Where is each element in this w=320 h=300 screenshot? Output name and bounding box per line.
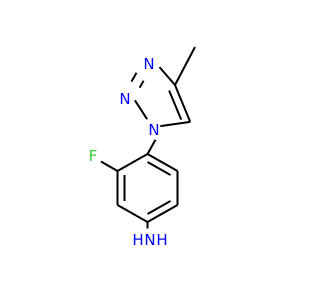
atom-f: F [89,147,98,165]
bond-n3-c4 [158,66,176,86]
structure-drawing: N N N F H N H [89,46,196,249]
atom-n1: N [148,121,159,139]
benzene-ring [116,153,179,223]
atom-nh2-h1: H [132,231,143,249]
bond-n1-c1 [146,139,157,155]
bond-c4-c5b-inner [147,200,171,215]
bond-c1-c2 [117,153,148,172]
atom-n2: N [119,90,130,108]
bond-c2-f [100,160,118,172]
bond-n2-n3-inner [138,80,145,89]
bond-c3-c4 [117,204,148,223]
bond-c6-c1-inner [147,161,171,176]
atom-nh2-n: N [144,231,155,249]
atom-n3: N [143,55,154,73]
bond-c4-c5-inner [168,90,183,120]
molecule-canvas: N N N F H N H [88,46,196,249]
bond-n2-n3 [130,72,138,83]
bond-c4-c5 [174,84,192,123]
bond-c6-c1 [147,153,178,172]
bond-n1-n2 [134,99,148,120]
bond-c4-c5b [147,204,178,223]
bond-c5-n1 [160,120,191,128]
atom-labels: N N N F H N H [89,55,168,249]
bond-c4-methyl [174,46,196,86]
atom-nh2-h2: H [156,231,167,249]
triazole-ring [130,46,196,128]
